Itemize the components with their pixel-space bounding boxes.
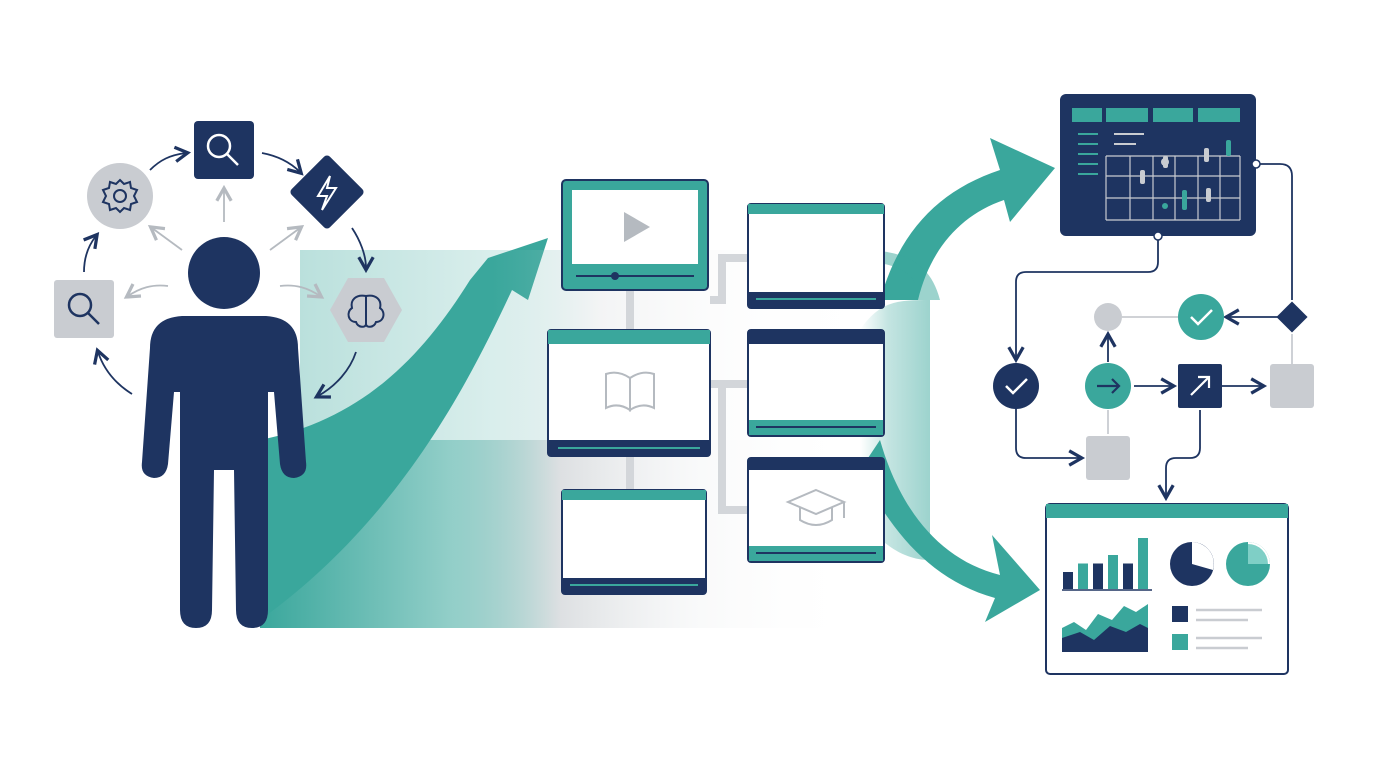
bar [1108, 555, 1118, 589]
module-card-5 [561, 489, 707, 595]
cycle-node-brain [330, 278, 402, 342]
search-icon [67, 292, 100, 325]
area-chart-icon [1062, 604, 1148, 652]
schedule-grid [1105, 155, 1241, 221]
cycle-node-search-left [54, 280, 114, 338]
bar [1078, 563, 1088, 589]
lightning-icon [316, 175, 338, 211]
diamond-icon [1276, 301, 1308, 333]
connector-dot [1251, 159, 1261, 169]
module-card-video [561, 179, 709, 291]
bar [1093, 563, 1103, 589]
bar-chart [1063, 538, 1148, 589]
workflow-node-gray [1094, 303, 1122, 331]
schedule-text-lines [1114, 133, 1144, 145]
graduation-cap-icon [785, 488, 847, 526]
bar [1123, 563, 1133, 589]
legend-swatch [1172, 634, 1188, 650]
bar [1063, 572, 1073, 589]
external-arrow-icon [1190, 375, 1211, 396]
workflow-node-check-left [993, 363, 1039, 409]
analytics-dashboard [1045, 503, 1289, 675]
check-icon [1005, 378, 1028, 395]
search-icon [206, 133, 239, 166]
workflow-node-square-bottom [1086, 436, 1130, 480]
module-card-book [547, 329, 711, 457]
open-book-icon [605, 371, 655, 412]
module-card-4 [747, 329, 885, 437]
video-play-icon [624, 212, 650, 242]
workflow-node-check-top [1178, 294, 1224, 340]
arrow-right-icon [1097, 378, 1121, 394]
bar [1138, 538, 1148, 589]
inner-arrows [123, 184, 325, 299]
module-card-2 [747, 203, 885, 309]
check-icon [1190, 309, 1213, 326]
schedule-events [1140, 140, 1231, 210]
workflow-edges [1007, 163, 1293, 502]
flow-arrow-lower [860, 440, 1040, 622]
cycle-node-search-top [194, 121, 254, 179]
cycle-arrows [83, 145, 375, 399]
person-icon [141, 237, 307, 628]
video-progress-knob [611, 272, 619, 280]
connector-dot [1153, 231, 1163, 241]
workflow-node-square-right [1270, 364, 1314, 408]
module-connectors [626, 254, 748, 514]
gear-icon [101, 178, 139, 214]
schedule-sidebar [1078, 133, 1098, 175]
cycle-node-lightning [290, 155, 364, 229]
flow-arrow-upper [860, 138, 1055, 300]
legend-swatch [1172, 606, 1188, 622]
pie-chart-icon [1170, 542, 1214, 586]
workflow-gray-edges [1107, 316, 1293, 434]
cycle-node-gear [87, 163, 153, 229]
module-card-graduation [747, 457, 885, 563]
pie-chart-icon [1226, 542, 1270, 586]
brain-icon [347, 294, 385, 328]
legend-text-lines [1196, 608, 1262, 650]
schedule-board [1060, 94, 1256, 236]
